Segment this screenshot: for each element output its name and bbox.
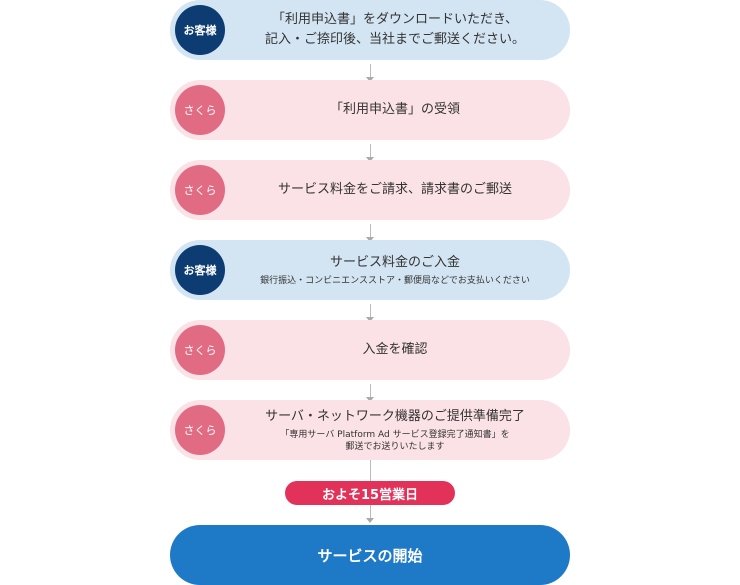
actor-badge-sakura: さくら — [175, 405, 225, 455]
arrow-down-icon — [366, 144, 374, 164]
step-invoice-sent: さくら サービス料金をご請求、請求書のご郵送 — [170, 160, 570, 220]
arrow-down-icon — [366, 64, 374, 84]
arrow-down-icon — [366, 304, 374, 324]
actor-badge-sakura: さくら — [175, 325, 225, 375]
step-text: サービス料金のご入金 銀行振込・コンビニエンスストア・郵便局などでお支払いくださ… — [230, 240, 560, 300]
duration-badge: およそ15営業日 — [285, 481, 455, 505]
arrow-down-icon — [366, 505, 374, 525]
step-main-text: 入金を確認 — [362, 342, 428, 357]
step-main-text: サービス料金のご入金 — [329, 255, 460, 270]
step-main-text: 「利用申込書」をダウンロードいただき、 — [271, 12, 519, 27]
step-sub-text: 「専用サーバ Platform Ad サービス登録完了通知書」を — [280, 430, 510, 440]
step-application-received: さくら 「利用申込書」の受領 — [170, 80, 570, 140]
actor-badge-sakura: さくら — [175, 165, 225, 215]
step-payment-confirmed: さくら 入金を確認 — [170, 320, 570, 380]
step-sub-text: 郵送でお送りいたします — [345, 442, 445, 452]
actor-badge-customer: お客様 — [175, 5, 225, 55]
step-main-text: サービス料金をご請求、請求書のご郵送 — [277, 182, 512, 197]
step-payment: お客様 サービス料金のご入金 銀行振込・コンビニエンスストア・郵便局などでお支払… — [170, 240, 570, 300]
step-text: 入金を確認 — [230, 320, 560, 380]
step-sub-text: 銀行振込・コンビニエンスストア・郵便局などでお支払いください — [260, 276, 530, 286]
step-text: サービス料金をご請求、請求書のご郵送 — [230, 160, 560, 220]
process-flow: お客様 「利用申込書」をダウンロードいただき、 記入・ご捺印後、当社までご郵送く… — [170, 0, 570, 585]
step-application-download: お客様 「利用申込書」をダウンロードいただき、 記入・ご捺印後、当社までご郵送く… — [170, 0, 570, 60]
service-start: サービスの開始 — [170, 525, 570, 585]
step-main-text: 「利用申込書」の受領 — [329, 102, 460, 117]
actor-badge-customer: お客様 — [175, 245, 225, 295]
step-equipment-ready: さくら サーバ・ネットワーク機器のご提供準備完了 「専用サーバ Platform… — [170, 400, 570, 460]
step-main-text: 記入・ご捺印後、当社までご郵送ください。 — [264, 32, 525, 47]
arrow-down-icon — [366, 384, 374, 404]
arrow-down-icon — [366, 224, 374, 244]
actor-badge-sakura: さくら — [175, 85, 225, 135]
step-text: 「利用申込書」の受領 — [230, 80, 560, 140]
step-text: 「利用申込書」をダウンロードいただき、 記入・ご捺印後、当社までご郵送ください。 — [230, 0, 560, 60]
step-text: サーバ・ネットワーク機器のご提供準備完了 「専用サーバ Platform Ad … — [230, 400, 560, 460]
step-main-text: サーバ・ネットワーク機器のご提供準備完了 — [265, 409, 525, 424]
connector-line — [366, 460, 374, 481]
